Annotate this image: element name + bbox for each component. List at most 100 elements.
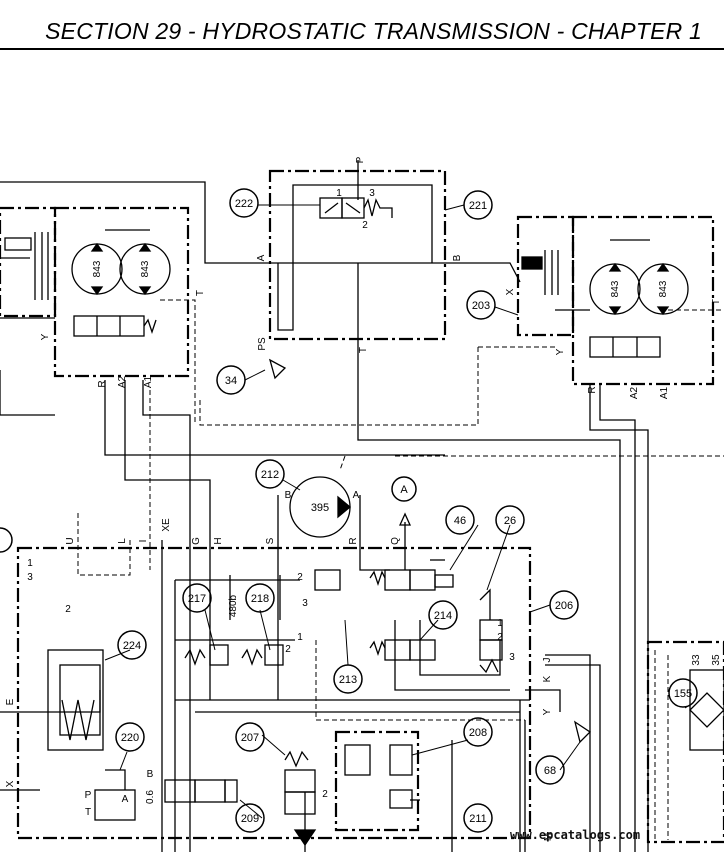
label-pump-left-b: 843: [140, 260, 151, 277]
port-l: L: [117, 538, 128, 544]
port-x-right: X: [505, 288, 516, 295]
switch-68: [573, 720, 592, 744]
port-a-220: A: [122, 794, 129, 805]
filter-155: [689, 669, 724, 751]
valve-207: [284, 750, 317, 847]
callout-155-circle: [668, 678, 698, 708]
label-n2-d: 2: [497, 632, 503, 643]
label-n1-a: 1: [336, 188, 342, 199]
valve-220: [94, 769, 136, 821]
port-k: K: [542, 675, 553, 682]
page-header: SECTION 29 - HYDROSTATIC TRANSMISSION - …: [0, 0, 724, 52]
callout-214-circle: [428, 600, 458, 630]
outline-155-area: [646, 640, 724, 844]
value-0-6: 0.6: [145, 790, 156, 804]
callout-46-circle: [445, 505, 475, 535]
port-b-395: B: [285, 490, 292, 501]
port-t-center: T: [358, 347, 369, 353]
port-b-right: B: [452, 254, 463, 261]
label-214: 214: [434, 610, 452, 622]
label-n1-b: 1: [297, 632, 303, 643]
port-g: G: [191, 537, 202, 545]
pilot-lines: [77, 299, 724, 840]
port-xe: XE: [161, 518, 172, 532]
left-brake: [4, 232, 49, 300]
port-a-left: A: [256, 254, 267, 261]
label-213: 213: [339, 674, 357, 686]
right-pumps: [521, 250, 689, 358]
label-206: 206: [555, 600, 573, 612]
valve-222: [319, 197, 393, 219]
label-209: 209: [241, 813, 259, 825]
label-68: 68: [544, 765, 556, 777]
port-s: S: [265, 537, 276, 544]
label-m: M: [543, 833, 554, 841]
label-212: 212: [261, 469, 279, 481]
port-x-left: X: [5, 780, 16, 787]
outline-left-motor: [0, 206, 57, 318]
callout-211-circle: [463, 803, 493, 833]
port-y-right: Y: [555, 348, 566, 355]
watermark: www.epcatalogs.com: [510, 828, 641, 842]
callout-68-circle: [535, 755, 565, 785]
callout-208-circle: [463, 717, 493, 747]
value-480b: 480b: [228, 594, 239, 617]
port-e-left: E: [5, 698, 16, 705]
port-r-left: R: [97, 380, 108, 387]
callout-206-circle: [549, 590, 579, 620]
label-n33: 33: [691, 654, 702, 666]
valve-214-stack: [314, 569, 454, 661]
label-n1-c: 1: [497, 618, 503, 629]
label-n3-b: 3: [302, 598, 308, 609]
callout-213-circle: [333, 664, 363, 694]
arrow-q: [398, 512, 412, 540]
callout-221-circle: [463, 190, 493, 220]
port-h: H: [213, 537, 224, 544]
label-n1-d: 1: [27, 558, 33, 569]
label-pump-right-a: 843: [610, 280, 621, 297]
port-t-right: T: [711, 299, 722, 305]
left-pumps: [71, 242, 171, 337]
port-j: J: [542, 658, 553, 663]
callout-left-partial: [0, 527, 13, 553]
port-ps: PS: [257, 337, 268, 351]
outline-left-pump: [53, 206, 190, 378]
label-220: 220: [121, 732, 139, 744]
port-i: I: [138, 540, 149, 543]
valve-208-inner: [344, 744, 413, 809]
label-n2-e: 2: [65, 604, 71, 615]
port-b-220: B: [147, 769, 154, 780]
label-n3-d: 3: [27, 572, 33, 583]
valve-26: [479, 588, 503, 674]
label-211: 211: [469, 813, 487, 825]
label-221: 221: [469, 200, 487, 212]
section-title: SECTION 29 - HYDROSTATIC TRANSMISSION - …: [45, 18, 702, 44]
callout-203-circle: [466, 290, 496, 320]
label-217: 217: [188, 593, 206, 605]
label-218: 218: [251, 593, 269, 605]
callout-numbers: 222 221 203 34 212 395 46 26 206 217 218…: [92, 198, 692, 825]
callout-26-circle: [495, 505, 525, 535]
valve-209: [164, 779, 238, 803]
label-155: 155: [674, 688, 692, 700]
callout-34-circle: [216, 365, 246, 395]
label-203: 203: [472, 300, 490, 312]
outline-206: [16, 546, 532, 840]
port-y-left: Y: [40, 333, 51, 340]
label-46: 46: [454, 515, 466, 527]
callout-217-circle: [182, 583, 212, 613]
port-y-mid: Y: [542, 708, 553, 715]
switch-34: [268, 358, 287, 380]
port-a-395: A: [353, 490, 360, 501]
port-q: Q: [390, 537, 401, 545]
label-n2-c: 2: [285, 644, 291, 655]
callout-218-circle: [245, 583, 275, 613]
label-222: 222: [235, 198, 253, 210]
motor-395: [289, 476, 352, 538]
label-n35: 35: [711, 654, 722, 666]
port-a1-right: A1: [659, 386, 670, 399]
callout-222-circle: [229, 188, 259, 218]
callout-207-circle: [235, 722, 265, 752]
connector-a-circle: [391, 476, 417, 502]
